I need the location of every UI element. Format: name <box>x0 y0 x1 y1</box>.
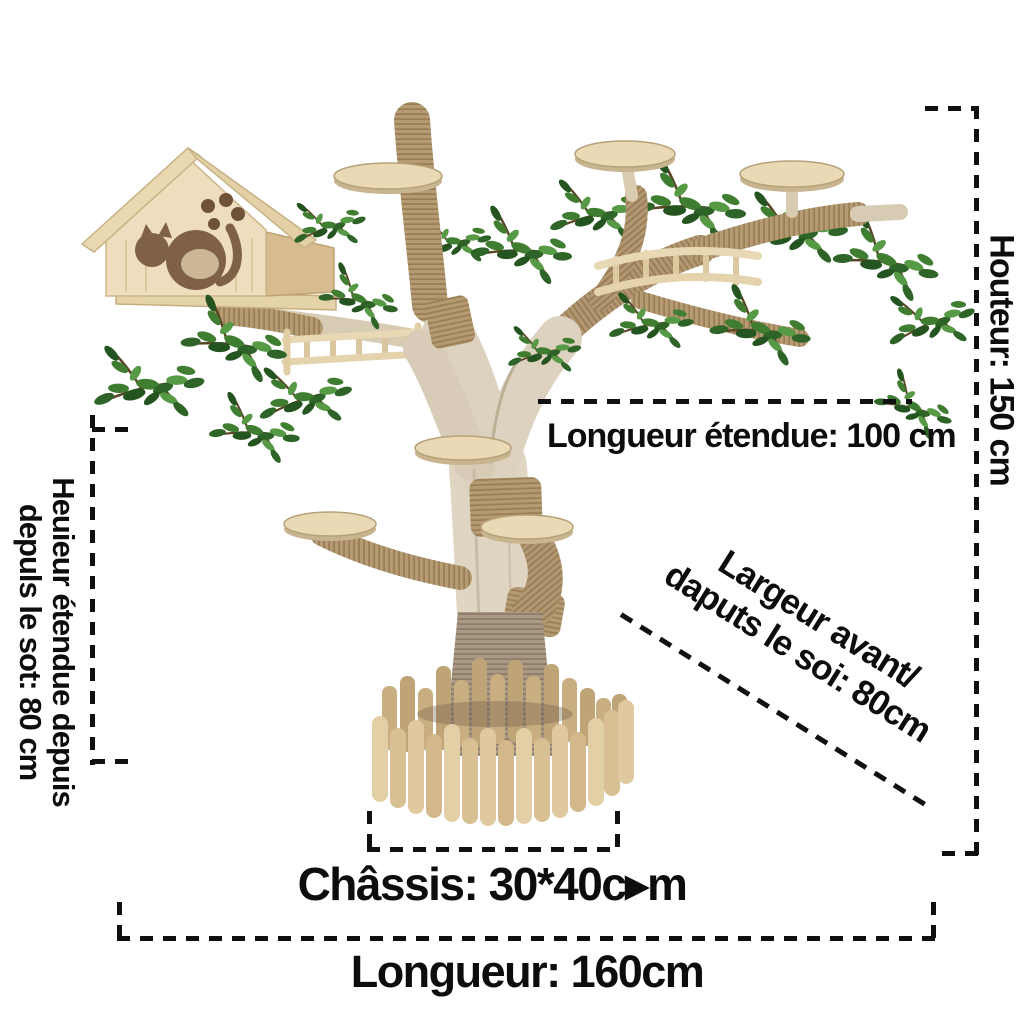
top-post <box>333 102 448 323</box>
cat-house <box>80 147 335 297</box>
extended-length-label: Longueur étendue: 100 cm <box>547 417 957 455</box>
extended-height-bracket-bottom-arm <box>92 759 134 764</box>
platforms-top <box>574 140 845 192</box>
length-bracket-line <box>117 936 935 941</box>
extended-height-bracket-line <box>90 415 95 765</box>
chassis-label: Châssis: 30*40c▸m <box>297 858 688 910</box>
length-label: Longueur: 160cm <box>350 946 705 997</box>
extended-height-bracket-top-arm <box>92 427 134 432</box>
base-fence <box>372 612 634 826</box>
length-bracket-right-tick <box>931 902 936 940</box>
fence-front-row <box>372 700 634 826</box>
mid-platforms <box>283 435 574 625</box>
extended-length-dash-line <box>538 399 912 404</box>
height-bracket-top-arm <box>925 106 977 111</box>
length-bracket-left-tick <box>117 902 122 940</box>
chassis-bracket-right-tick <box>615 811 620 851</box>
paw-holes <box>201 193 245 230</box>
chassis-bracket-line <box>367 847 619 852</box>
height-bracket-bottom-arm <box>942 851 978 856</box>
height-bracket-line <box>974 106 979 856</box>
height-label: Houteur: 150 cm <box>982 234 1021 486</box>
cat-cutout <box>135 222 242 290</box>
chassis-bracket-left-tick <box>367 811 372 851</box>
extended-height-label-line2: depuls le sot: 80 cm <box>13 503 48 781</box>
extended-height-label: Heuieur étendue depuis depuls le sot: 80… <box>13 477 81 807</box>
bridge-ladder <box>594 246 762 296</box>
extended-height-label-line1: Heuieur étendue depuis <box>45 477 81 807</box>
